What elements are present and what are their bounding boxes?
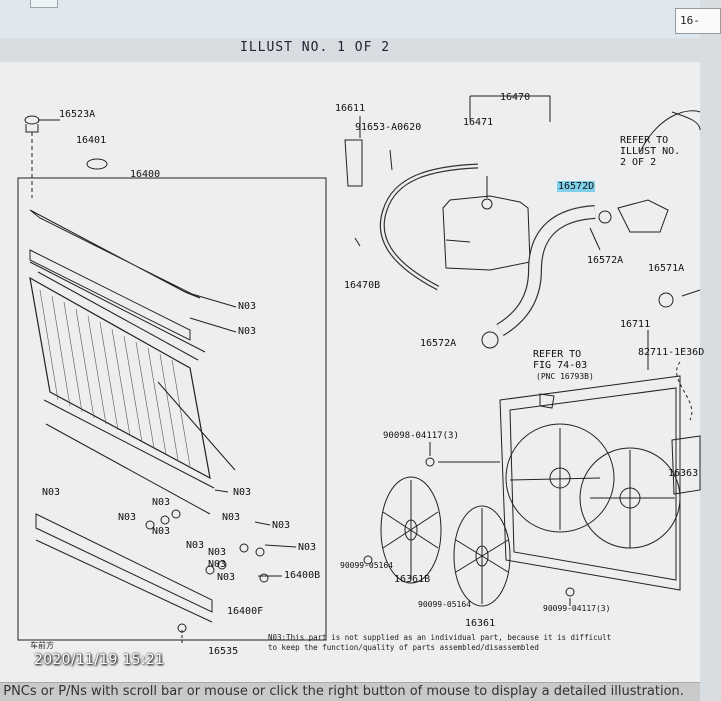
part-label-16470B[interactable]: 16470B [344, 280, 381, 291]
n03-label[interactable]: N03 [272, 520, 291, 531]
front-direction-mark: 车前方 [30, 641, 54, 650]
n03-label[interactable]: N03 [152, 497, 171, 508]
illustration-title: ILLUST NO. 1 OF 2 [240, 40, 391, 55]
part-label-16401[interactable]: 16401 [76, 135, 107, 146]
part-label-16363[interactable]: 16363 [668, 468, 699, 479]
coolant-reservoir [442, 176, 531, 271]
part-label-16361[interactable]: 16361 [465, 618, 496, 629]
fan-motor [671, 435, 701, 495]
part-label-91653[interactable]: 91653-A0620 [355, 122, 422, 133]
n03-label[interactable]: N03 [298, 542, 317, 553]
n03-label[interactable]: N03 [238, 301, 257, 312]
status-bar: t PNCs or P/Ns with scroll bar or mouse … [0, 682, 700, 701]
drain-fittings [145, 509, 269, 583]
part-label-90099-left[interactable]: 90099-05164 [340, 561, 393, 570]
refer-fig-line1[interactable]: REFER TO [533, 349, 582, 360]
part-label-82711[interactable]: 82711-1E36D [638, 347, 705, 358]
n03-label[interactable]: N03 [222, 512, 241, 523]
n03-label[interactable]: N03 [208, 547, 227, 558]
n03-label[interactable]: N03 [208, 559, 227, 570]
radiator-group-frame [17, 177, 327, 641]
part-label-90099-mid[interactable]: 90099-05164 [418, 600, 471, 609]
part-label-16400B[interactable]: 16400B [284, 570, 321, 581]
n03-label[interactable]: N03 [152, 526, 171, 537]
part-label-16470[interactable]: 16470 [500, 92, 531, 103]
part-label-16711[interactable]: 16711 [620, 319, 651, 330]
radiator-upper-tank [29, 209, 201, 299]
n03-label[interactable]: N03 [118, 512, 137, 523]
window-tab[interactable] [30, 0, 58, 8]
part-label-90098[interactable]: 90098-04117(3) [383, 431, 459, 441]
part-label-16471[interactable]: 16471 [463, 117, 494, 128]
part-label-16400[interactable]: 16400 [130, 169, 161, 180]
fan-shroud [499, 375, 681, 591]
radiator-lower-tank [35, 513, 213, 613]
footnote-line-1: N03:This part is not supplied as an indi… [268, 633, 612, 642]
n03-label[interactable]: N03 [233, 487, 252, 498]
part-label-16535[interactable]: 16535 [208, 646, 239, 657]
refer-illust-line2[interactable]: ILLUST NO. [620, 146, 681, 157]
part-label-16611[interactable]: 16611 [335, 103, 366, 114]
refer-fig-line2[interactable]: FIG 74-03 [533, 360, 588, 371]
footnote-line-2: to keep the function/quality of parts as… [268, 643, 539, 652]
page-number-badge: 16- [675, 8, 721, 34]
footnote: N03:This part is not supplied as an indi… [268, 633, 668, 653]
status-bar-text: t PNCs or P/Ns with scroll bar or mouse … [0, 684, 684, 699]
radiator-cap [24, 115, 40, 125]
refer-illust-line1[interactable]: REFER TO [620, 135, 669, 146]
n03-label[interactable]: N03 [217, 572, 236, 583]
cooling-fan-right [453, 505, 511, 607]
parts-illustration-sheet[interactable]: 16523A 16401 16400 16611 91653-A0620 164… [0, 62, 704, 682]
n03-label[interactable]: N03 [186, 540, 205, 551]
parts-line-drawing [17, 95, 701, 645]
photo-timestamp: 2020/11/19 15:21 [34, 652, 165, 668]
part-label-90099-right[interactable]: 90099-04117(3) [543, 604, 611, 613]
part-label-16400F[interactable]: 16400F [227, 606, 264, 617]
n03-label[interactable]: N03 [238, 326, 257, 337]
part-label-16571A[interactable]: 16571A [648, 263, 685, 274]
window-top-bar [0, 0, 700, 38]
part-label-16523A[interactable]: 16523A [59, 109, 96, 120]
refer-illust-line3[interactable]: 2 OF 2 [620, 157, 657, 168]
part-label-16572A-top[interactable]: 16572A [587, 255, 624, 266]
part-label-16572A-mid[interactable]: 16572A [420, 338, 457, 349]
part-label-16361B[interactable]: 16361B [394, 574, 431, 585]
refer-fig-line3[interactable]: (PNC 16793B) [536, 372, 594, 381]
part-label-16572D[interactable]: 16572D [557, 181, 596, 192]
radiator-core [29, 271, 215, 489]
n03-label[interactable]: N03 [42, 487, 61, 498]
water-outlet [617, 199, 669, 233]
reservoir-bracket [344, 139, 363, 187]
cooling-fan-left [380, 476, 442, 584]
